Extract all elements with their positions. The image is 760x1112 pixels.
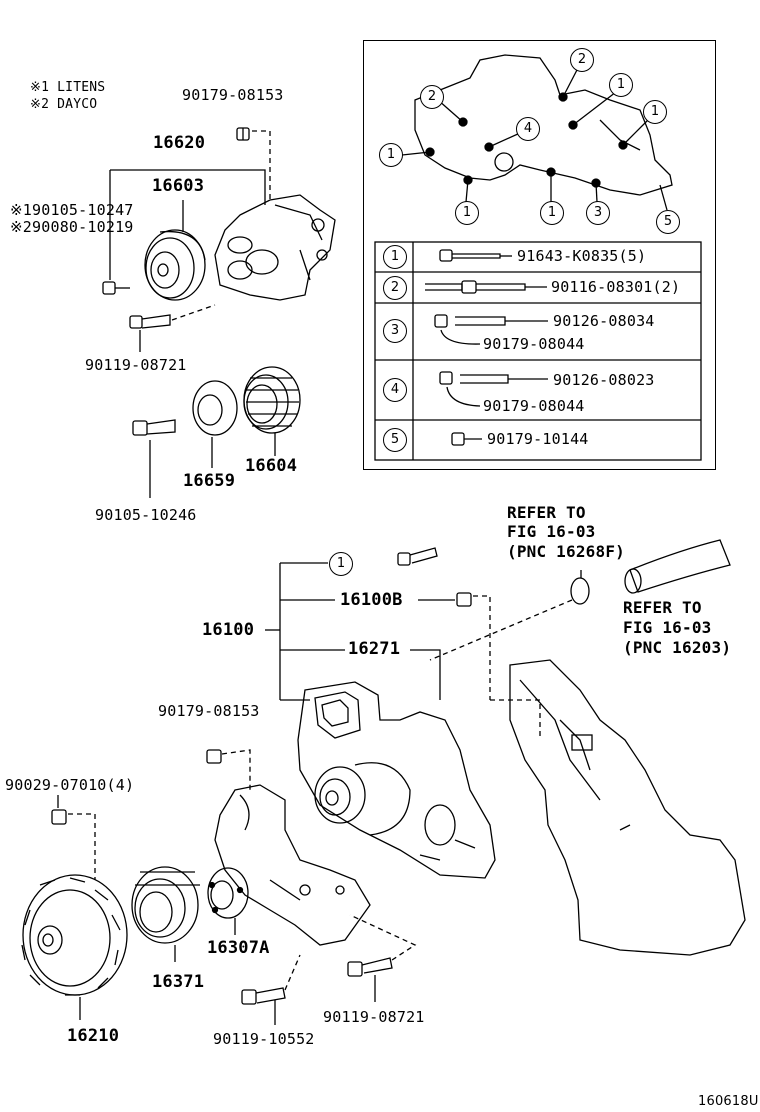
dashed-oring	[429, 599, 573, 661]
dashed-10552	[284, 954, 301, 991]
bracket	[214, 784, 371, 946]
legend-note-2: ※2 DAYCO	[30, 97, 98, 112]
label-16620: 16620	[153, 133, 206, 153]
table-num-5: 5	[383, 428, 407, 452]
ref2-line3: (PNC 16203)	[623, 638, 732, 657]
idler-pulley-16603	[144, 229, 206, 301]
label-90119-08721-bottom: 90119-08721	[323, 1008, 425, 1026]
ref2-line2: FIG 16-03	[623, 618, 712, 637]
inset-table-fasteners	[425, 249, 548, 446]
inset-marker-1e: 1	[540, 201, 564, 225]
label-16100B: 16100B	[340, 590, 403, 610]
label-16659: 16659	[183, 471, 236, 491]
dashed-08153	[221, 749, 251, 790]
table-num-4: 4	[383, 378, 407, 402]
timing-cover-outline	[414, 54, 673, 196]
inset-table-lines	[374, 241, 702, 461]
leader-16271-b	[410, 649, 441, 700]
inset-leaders	[401, 67, 668, 211]
pulley-16604	[243, 366, 301, 434]
label-90179-08153-top: 90179-08153	[182, 86, 284, 104]
bolt-90179-08153-bottom	[206, 749, 222, 764]
label-90029-07010: 90029-07010(4)	[5, 776, 135, 794]
inset-marker-1d: 1	[455, 201, 479, 225]
table-part-90179-08044-b: 90179-08044	[483, 397, 585, 415]
inset-frame	[363, 40, 716, 470]
legend-note-1: ※1 LITENS	[30, 80, 106, 95]
label-16371: 16371	[152, 972, 205, 992]
bolt-90119-10552	[241, 987, 286, 1005]
ref1-line2: FIG 16-03	[507, 522, 596, 541]
bolt-90119-08721-bottom	[347, 957, 393, 977]
label-16271: 16271	[348, 639, 401, 659]
fan-pulley-16371	[131, 866, 200, 944]
ref1-line1: REFER TO	[507, 503, 586, 522]
table-num-1: 1	[383, 245, 407, 269]
inset-marker-2a: 2	[420, 85, 444, 109]
marker-1-bottom: 1	[329, 552, 353, 576]
bolt-near-marker1	[397, 547, 438, 566]
label-90105-10247: ※190105-10247	[10, 201, 134, 219]
table-part-90126-08034: 90126-08034	[553, 312, 655, 330]
label-90179-08153-bottom: 90179-08153	[158, 702, 260, 720]
label-16603: 16603	[152, 176, 205, 196]
hub-16307A	[207, 867, 249, 919]
fan-clutch-16210	[21, 874, 128, 996]
bolt-90105-10247	[102, 281, 130, 295]
water-pump-16271	[297, 681, 496, 879]
table-part-90179-08044-a: 90179-08044	[483, 335, 585, 353]
leader-dashed-2	[171, 304, 216, 321]
leader-16620	[110, 169, 266, 205]
bolt-90105-10246	[132, 419, 176, 436]
hose-16203	[624, 539, 731, 594]
inset-marker-1b: 1	[643, 100, 667, 124]
inset-marker-1a: 1	[609, 73, 633, 97]
leader-dashed	[252, 130, 271, 200]
inset-marker-2b: 2	[570, 48, 594, 72]
tensioner-body	[214, 194, 336, 301]
label-16210: 16210	[67, 1026, 120, 1046]
label-90080-10219: ※290080-10219	[10, 218, 134, 236]
table-part-90126-08023: 90126-08023	[553, 371, 655, 389]
label-90105-10246: 90105-10246	[95, 506, 197, 524]
ref2-line1: REFER TO	[623, 598, 702, 617]
inset-marker-5: 5	[656, 210, 680, 234]
label-16100: 16100	[202, 620, 255, 640]
label-90119-08721-top: 90119-08721	[85, 356, 187, 374]
dashed-90029	[68, 813, 96, 880]
label-16307A: 16307A	[207, 938, 270, 958]
table-num-3: 3	[383, 319, 407, 343]
inset-marker-1c: 1	[379, 143, 403, 167]
dashed-16100B	[473, 595, 491, 700]
inset-marker-4: 4	[516, 117, 540, 141]
engine-block	[509, 659, 746, 956]
dashed-08721	[349, 914, 417, 961]
ref1-line3: (PNC 16268F)	[507, 542, 625, 561]
table-part-91643-K0835: 91643-K0835(5)	[517, 247, 647, 265]
bolt-90179-08153-top	[236, 127, 250, 141]
oring-16268F	[570, 577, 590, 605]
table-part-90179-10144: 90179-10144	[487, 430, 589, 448]
nut-90029-07010	[51, 809, 67, 825]
label-16604: 16604	[245, 456, 298, 476]
label-90119-10552: 90119-10552	[213, 1030, 315, 1048]
plate-16659	[192, 380, 238, 436]
table-num-2: 2	[383, 276, 407, 300]
dashed-16100B-2	[490, 699, 541, 740]
bolt-90119-08721-top	[129, 314, 171, 329]
table-part-90116-08301: 90116-08301(2)	[551, 278, 681, 296]
inset-marker-3: 3	[586, 201, 610, 225]
figure-code: 160618U	[698, 1094, 759, 1109]
plug-16100B	[456, 592, 472, 607]
